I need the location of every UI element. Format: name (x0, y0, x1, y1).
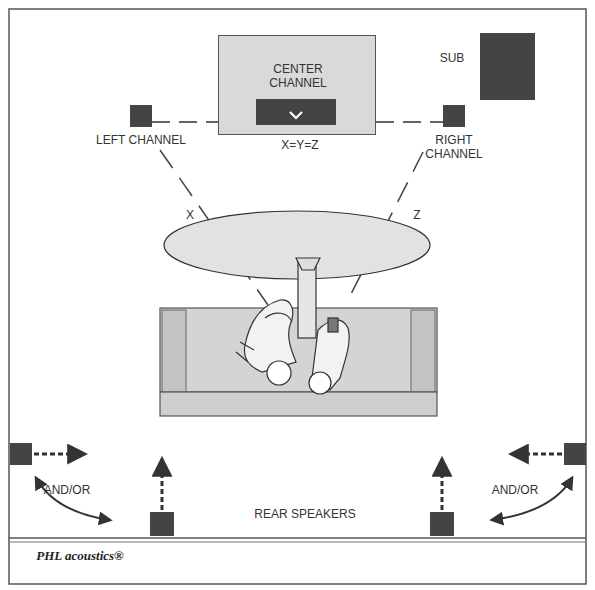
left-speaker: LEFT CHANNEL (130, 105, 152, 127)
floor-line (9, 542, 586, 543)
rear-speakers-label: REAR SPEAKERS (254, 507, 355, 521)
tv-center-box: CENTER CHANNEL (218, 35, 376, 135)
and-or-note: AND/OR (44, 483, 91, 497)
distance-x: X (184, 208, 196, 222)
floor-line (9, 537, 586, 539)
frame (9, 9, 586, 584)
sofa-arm (411, 310, 435, 392)
channel-label: LEFT CHANNEL (96, 133, 186, 147)
subwoofer: SUB (480, 33, 535, 100)
channel-label: CENTER CHANNEL (253, 62, 343, 90)
sofa-seat (160, 392, 437, 416)
sofa-arm (162, 310, 186, 392)
rear-speaker (564, 443, 586, 465)
speaker-line (152, 121, 218, 123)
aim-arrows (34, 454, 562, 510)
right-speaker: RIGHT CHANNEL (443, 105, 465, 127)
rear-speaker (430, 512, 454, 536)
channel-label: RIGHT CHANNEL (409, 133, 499, 161)
swap-arrows (36, 478, 572, 520)
viewers (236, 258, 349, 394)
speaker-line (376, 121, 443, 123)
equal-distance-note: X=Y=Z (281, 138, 318, 152)
distance-z: Z (411, 208, 422, 222)
channel-label: SUB (432, 51, 472, 65)
and-or-note: AND/OR (492, 483, 539, 497)
rear-speaker (150, 512, 174, 536)
brand-logo: PHL acoustics® (36, 549, 124, 563)
rear-speaker (10, 443, 32, 465)
coffee-table (164, 211, 430, 279)
